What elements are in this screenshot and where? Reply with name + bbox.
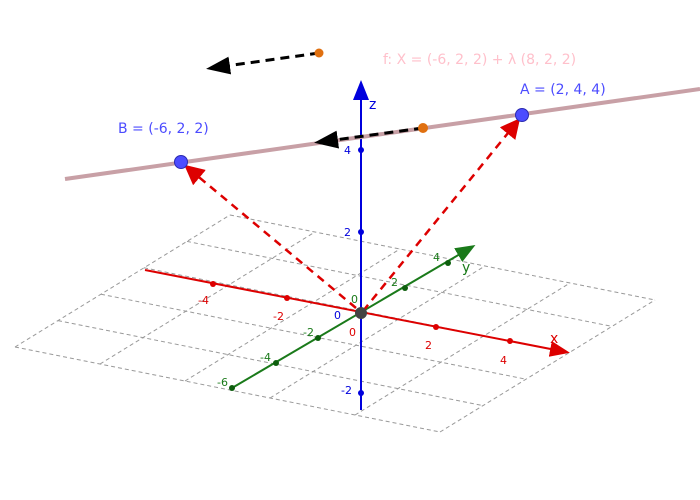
z-tick-label: 4 xyxy=(344,144,351,157)
grid-line xyxy=(269,265,486,399)
point-B-label: B = (-6, 2, 2) xyxy=(118,121,209,137)
x-axis-label: x xyxy=(550,331,558,347)
x-tick-label: 4 xyxy=(500,354,507,367)
axis-tick xyxy=(358,147,364,153)
axis-tick xyxy=(315,335,321,341)
axis-tick xyxy=(284,295,290,301)
vector-origin-to-A[interactable] xyxy=(362,118,521,312)
axis-ticks xyxy=(210,147,513,396)
y-axis[interactable] xyxy=(231,244,476,389)
x-tick-label: -4 xyxy=(198,294,209,307)
grid-line xyxy=(186,240,613,327)
y-tick-label: 4 xyxy=(433,251,440,264)
orange-point-free[interactable] xyxy=(314,48,324,58)
z-tick-label: 2 xyxy=(344,226,351,239)
point-A-label: A = (2, 4, 4) xyxy=(520,82,606,98)
grid-line xyxy=(57,320,484,407)
direction-vector[interactable] xyxy=(206,51,320,75)
grid-line xyxy=(14,214,231,348)
vector-origin-to-B[interactable] xyxy=(184,164,357,309)
axis-tick xyxy=(433,324,439,330)
axis-tick xyxy=(229,385,235,391)
xy-plane-grid xyxy=(14,214,656,433)
y-tick-label: 0 xyxy=(351,293,358,306)
axis-tick xyxy=(358,390,364,396)
axis-tick xyxy=(210,281,216,287)
x-tick-label: -2 xyxy=(273,310,284,323)
grid-line xyxy=(14,346,441,433)
z-tick-label: 0 xyxy=(334,309,341,322)
y-tick-label: -2 xyxy=(303,326,314,339)
line-f[interactable] xyxy=(64,87,700,181)
line-f-label: f: X = (-6, 2, 2) + λ (8, 2, 2) xyxy=(383,52,576,68)
x-tick-label: 2 xyxy=(425,339,432,352)
y-tick-label: -6 xyxy=(217,376,228,389)
z-axis-label: z xyxy=(369,97,376,113)
axis-tick xyxy=(445,260,451,266)
point-A[interactable] xyxy=(515,108,529,122)
point-B[interactable] xyxy=(174,155,188,169)
y-tick-label: -4 xyxy=(260,351,271,364)
y-axis-label: y xyxy=(462,260,470,276)
direction-vector-on-line[interactable] xyxy=(314,126,424,149)
axis-tick xyxy=(402,285,408,291)
axis-tick xyxy=(507,338,513,344)
grid-line xyxy=(439,299,656,433)
y-tick-label: 2 xyxy=(391,276,398,289)
z-tick-label: -2 xyxy=(341,384,352,397)
axis-tick xyxy=(273,360,279,366)
grid-line xyxy=(100,293,527,380)
grid-line xyxy=(229,214,656,301)
grid-line xyxy=(99,231,316,365)
axis-tick xyxy=(358,229,364,235)
origin-point[interactable] xyxy=(355,307,367,319)
grid-line xyxy=(184,248,401,382)
orange-point-on-line[interactable] xyxy=(418,123,428,133)
x-tick-label: 0 xyxy=(349,326,356,339)
grid-line xyxy=(354,282,571,416)
